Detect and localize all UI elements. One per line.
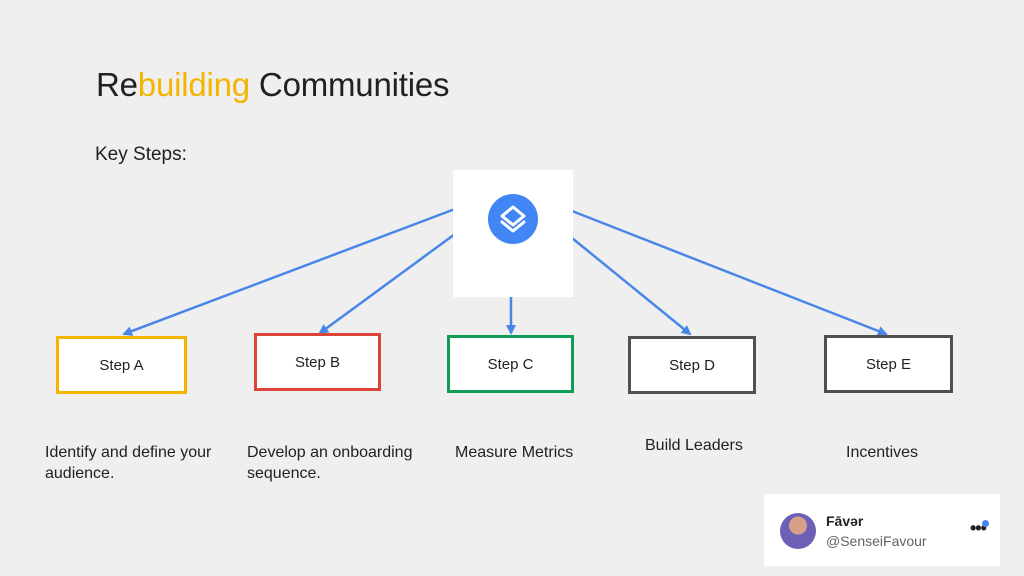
arrow-to-step-e — [571, 209, 888, 336]
profile-handle: @SenseiFavour — [826, 533, 927, 549]
step-b-box: Step B — [254, 333, 381, 391]
step-d-box: Step D — [628, 336, 756, 394]
key-steps-heading: Key Steps: — [95, 144, 187, 165]
title-suffix: Communities — [249, 66, 450, 103]
step-c-box: Step C — [447, 335, 574, 393]
page-title: Rebuilding Communities — [96, 66, 449, 104]
avatar-icon[interactable] — [780, 513, 816, 549]
step-e-description: Incentives — [846, 444, 919, 461]
hub-card — [453, 170, 573, 297]
layers-icon — [488, 194, 538, 244]
arrow-to-step-d — [571, 237, 692, 336]
status-dot-icon — [982, 520, 989, 527]
step-a-box: Step A — [56, 336, 187, 394]
profile-name: Fāvər — [826, 513, 864, 529]
profile-card[interactable]: Fāvər @SenseiFavour ••• — [764, 494, 1000, 566]
title-prefix: Re — [96, 66, 138, 103]
step-a-description: Identify and define your audience. — [45, 444, 212, 482]
title-highlight: building — [137, 66, 250, 103]
step-c-description: Measure Metrics — [455, 444, 574, 461]
step-b-description: Develop an onboarding sequence. — [247, 444, 413, 482]
step-d-description: Build Leaders — [645, 437, 743, 454]
arrow-to-step-b — [318, 232, 456, 335]
step-e-box: Step E — [824, 335, 953, 393]
arrow-to-step-a — [122, 207, 456, 336]
